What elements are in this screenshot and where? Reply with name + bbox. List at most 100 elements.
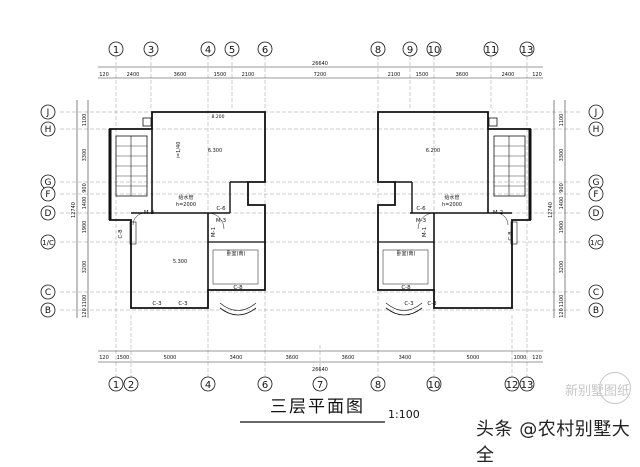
- dimension-left: 3200: [82, 261, 88, 274]
- dimension-bottom: 3400: [399, 355, 412, 361]
- dimension-top-total: 26640: [312, 61, 328, 67]
- walls-left-unit: [108, 111, 266, 316]
- axis-bubble-top: [200, 41, 216, 57]
- pipe-height-left: h=2000: [176, 202, 196, 208]
- axis-label-bottom: 10: [428, 380, 441, 391]
- door-window-label: C-6: [216, 206, 226, 212]
- axis-bubble-left: [40, 205, 56, 221]
- axis-label-top: 8: [375, 45, 381, 56]
- axis-label-top: 9: [407, 45, 413, 56]
- dimension-right: 3300: [559, 149, 565, 162]
- dimension-top: 120: [532, 72, 542, 78]
- title-block: 三层平面图 1:100: [240, 397, 420, 423]
- dimension-bottom: 3600: [286, 355, 299, 361]
- axis-label-left: H: [45, 125, 52, 135]
- dimension-right: 900: [559, 183, 565, 193]
- dimension-left-total: 12740: [71, 202, 77, 218]
- dimension-bottom: 3400: [230, 355, 243, 361]
- grid-lines: [60, 56, 582, 385]
- door-window-label: M-1: [422, 227, 428, 237]
- axis-bubble-bottom: [370, 376, 386, 392]
- axis-bubble-right: [588, 234, 604, 250]
- axis-label-right: H: [593, 125, 600, 135]
- dimension-top: 3600: [456, 72, 469, 78]
- dimension-top: 2400: [127, 72, 140, 78]
- axis-label-left: B: [45, 306, 51, 316]
- door-window-label: C-6: [416, 206, 426, 212]
- door-window-label: C-8: [118, 229, 124, 239]
- door-window-label: M-2: [144, 210, 154, 216]
- axis-label-bottom: 12: [506, 380, 519, 391]
- dimension-bottom: 120: [532, 355, 542, 361]
- room-name-left: 卧室(南): [227, 250, 246, 257]
- water-pipe-right: 给水管: [444, 194, 459, 201]
- axis-label-right: J: [594, 108, 598, 118]
- dimension-left: 1100: [82, 295, 88, 308]
- axis-label-right: F: [593, 190, 598, 200]
- dimension-right: 120: [559, 308, 565, 318]
- dimension-left: 120: [82, 308, 88, 318]
- door-window-label: C-8: [401, 285, 411, 291]
- water-pipe-left: 给水管: [178, 194, 193, 201]
- dimension-top: 120: [99, 72, 109, 78]
- axis-bubble-bottom: [504, 376, 520, 392]
- axis-bubble-bottom: [257, 376, 273, 392]
- axis-bubble-top: [143, 41, 159, 57]
- axis-label-bottom: 7: [317, 380, 323, 391]
- dimension-lines: [76, 66, 566, 363]
- axis-bubble-bottom: [519, 376, 535, 392]
- axis-bubble-top: [519, 41, 535, 57]
- axis-bubble-top: [402, 41, 418, 57]
- axis-label-left: G: [45, 178, 52, 188]
- axis-bubble-left: [40, 186, 56, 202]
- axis-label-right: D: [593, 209, 600, 219]
- axis-label-bottom: 8: [375, 380, 381, 391]
- door-window-label: C-3: [178, 301, 188, 307]
- axis-bubble-top: [108, 41, 124, 57]
- axis-bubble-bottom: [312, 376, 328, 392]
- axis-label-right: B: [593, 306, 599, 316]
- dimension-left: 1100: [82, 114, 88, 127]
- axis-bubble-left: [40, 234, 56, 250]
- axis-bubble-top: [426, 41, 442, 57]
- door-window-label: C-8: [233, 285, 243, 291]
- dimension-top: 2100: [242, 72, 255, 78]
- axis-bubble-left: [40, 104, 56, 120]
- level-left-room: 5.300: [173, 259, 187, 265]
- axis-label-bottom: 6: [262, 380, 268, 391]
- dimension-right: 1100: [559, 114, 565, 127]
- axis-bubble-top: [257, 41, 273, 57]
- watermark-logo: [599, 372, 631, 404]
- dimension-left: 1900: [82, 221, 88, 234]
- axis-label-bottom: 13: [521, 380, 534, 391]
- axis-bubble-right: [588, 205, 604, 221]
- axis-bubble-left: [40, 284, 56, 300]
- level-left-roof: 6.300: [208, 148, 222, 154]
- dimension-right-total: 12740: [548, 202, 554, 218]
- axis-bubble-bottom: [426, 376, 442, 392]
- dimension-right: 1400: [559, 197, 565, 210]
- drawing-scale: 1:100: [388, 408, 420, 421]
- axis-bubble-right: [588, 121, 604, 137]
- door-window-label: M-2: [493, 210, 503, 216]
- door-window-label: C-8: [508, 231, 514, 241]
- level-right-roof: 6.200: [426, 148, 440, 154]
- axis-bubble-top: [483, 41, 499, 57]
- axis-bubble-left: [40, 302, 56, 318]
- axis-bubble-left: [40, 121, 56, 137]
- door-window-label: M-3: [216, 218, 227, 224]
- dimension-bottom: 5000: [164, 355, 177, 361]
- axis-bubble-bottom: [108, 376, 124, 392]
- drawing-title: 三层平面图: [270, 397, 365, 417]
- axis-label-top: 4: [205, 45, 211, 56]
- axis-bubble-right: [588, 302, 604, 318]
- door-window-label: M-3: [416, 218, 427, 224]
- dimension-bottom: 1500: [117, 355, 130, 361]
- dimension-top: 3600: [174, 72, 187, 78]
- dimension-right: 1900: [559, 221, 565, 234]
- door-window-label: C-3: [152, 301, 162, 307]
- axis-bubble-right: [588, 186, 604, 202]
- door-window-label: C-3: [404, 301, 414, 307]
